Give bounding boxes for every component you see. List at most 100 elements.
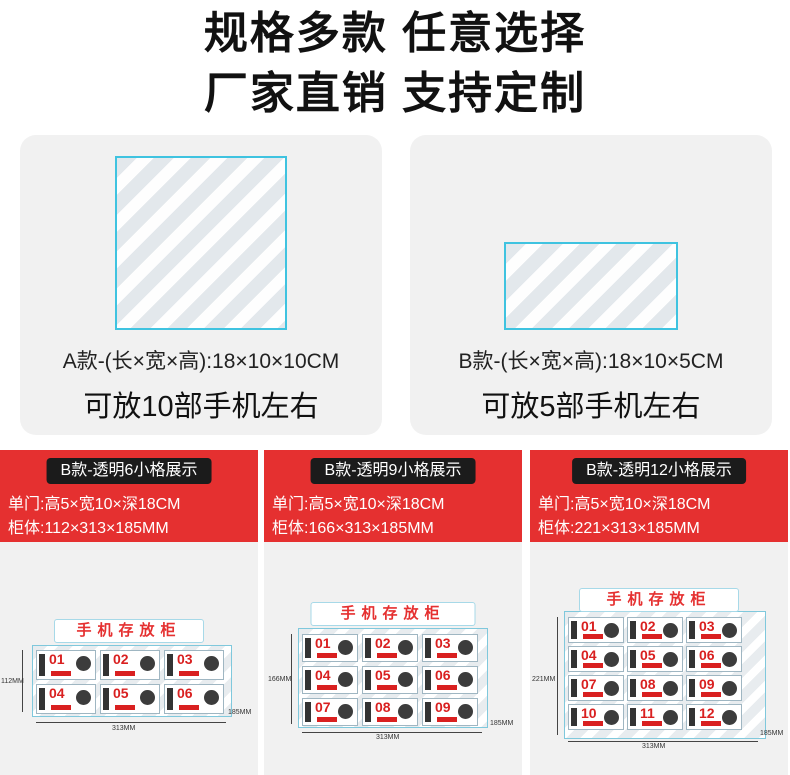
locker-cell: 09 (422, 698, 478, 726)
locker-cell: 05 (362, 666, 418, 694)
variant-tag: B款-透明9小格展示 (310, 458, 476, 484)
label-strip (437, 717, 457, 722)
lock-knob-icon (338, 640, 353, 655)
locker-cell: 03 (164, 650, 224, 680)
cell-number: 08 (640, 676, 656, 692)
height-label: 221MM (532, 676, 556, 683)
lock-strip (167, 688, 173, 710)
lock-strip (630, 679, 636, 697)
lock-strip (425, 670, 431, 690)
lock-strip (305, 670, 311, 690)
height-label: 112MM (1, 678, 24, 685)
label-strip (179, 705, 199, 710)
locker-cell: 12 (686, 704, 742, 730)
label-strip (179, 671, 199, 676)
label-strip (701, 634, 721, 639)
cell-number: 01 (581, 618, 597, 634)
lock-strip (365, 702, 371, 722)
label-strip (115, 705, 135, 710)
cabinet-title: 手机存放柜 (579, 588, 739, 612)
lock-strip (39, 688, 45, 710)
label-strip (642, 721, 662, 726)
label-strip (115, 671, 135, 676)
locker-cell: 01 (568, 617, 624, 643)
lock-strip (571, 621, 577, 639)
label-strip (437, 685, 457, 690)
lock-knob-icon (76, 690, 91, 705)
body-size: 柜体:221×313×185MM (538, 520, 700, 537)
lock-strip (365, 638, 371, 658)
cell-number: 01 (315, 635, 331, 651)
label-strip (701, 663, 721, 668)
lock-knob-icon (722, 681, 737, 696)
cell-number: 12 (699, 705, 715, 721)
lock-strip (305, 638, 311, 658)
locker-cell: 02 (100, 650, 160, 680)
lock-knob-icon (398, 640, 413, 655)
cell-number: 11 (640, 705, 655, 721)
lock-strip (630, 650, 636, 668)
lock-strip (425, 638, 431, 658)
width-dimension-line (36, 722, 226, 723)
width-label: 313MM (376, 734, 400, 741)
body-size: 柜体:112×313×185MM (8, 520, 169, 537)
label-strip (377, 685, 397, 690)
lock-knob-icon (663, 623, 678, 638)
label-strip (701, 721, 721, 726)
variant-6-grid: B款-透明6小格展示 单门:高5×宽10×深18CM 柜体:112×313×18… (0, 450, 258, 775)
label-strip (317, 653, 337, 658)
label-strip (642, 634, 662, 639)
locker-cell: 06 (686, 646, 742, 672)
lock-strip (103, 688, 109, 710)
locker-cell: 06 (422, 666, 478, 694)
lock-strip (305, 702, 311, 722)
lock-strip (425, 702, 431, 722)
lock-strip (571, 650, 577, 668)
cell-number: 05 (640, 647, 656, 663)
lock-strip (571, 708, 577, 726)
door-size: 单门:高5×宽10×深18CM (8, 496, 181, 513)
lock-knob-icon (722, 710, 737, 725)
lock-knob-icon (663, 710, 678, 725)
lock-knob-icon (140, 690, 155, 705)
body-size: 柜体:166×313×185MM (272, 520, 434, 537)
lock-strip (630, 708, 636, 726)
height-dimension-line (557, 617, 558, 735)
card-a-capacity: 可放10部手机左右 (83, 391, 319, 423)
lock-knob-icon (338, 704, 353, 719)
label-strip (701, 692, 721, 697)
lock-knob-icon (604, 623, 619, 638)
label-strip (583, 634, 603, 639)
card-b-capacity: 可放5部手机左右 (481, 391, 701, 423)
variant-12-grid: B款-透明12小格展示 单门:高5×宽10×深18CM 柜体:221×313×1… (530, 450, 788, 775)
depth-label: 185MM (490, 720, 514, 727)
label-strip (583, 663, 603, 668)
cell-number: 06 (699, 647, 715, 663)
label-strip (437, 653, 457, 658)
lock-knob-icon (604, 652, 619, 667)
cabinet-title: 手机存放柜 (310, 602, 476, 626)
label-strip (317, 717, 337, 722)
width-dimension-line (302, 732, 482, 733)
lock-strip (103, 654, 109, 676)
lock-knob-icon (458, 704, 473, 719)
locker-cell: 10 (568, 704, 624, 730)
lock-knob-icon (663, 681, 678, 696)
cell-number: 04 (315, 667, 331, 683)
height-dimension-line (291, 634, 292, 724)
lock-strip (39, 654, 45, 676)
lock-strip (365, 670, 371, 690)
box-b-illustration (504, 242, 678, 330)
lock-strip (630, 621, 636, 639)
lock-knob-icon (604, 710, 619, 725)
cell-number: 06 (435, 667, 451, 683)
lock-knob-icon (398, 672, 413, 687)
locker-cell: 06 (164, 684, 224, 714)
variant-tag: B款-透明6小格展示 (46, 458, 212, 484)
cell-number: 07 (581, 676, 597, 692)
cell-number: 05 (113, 685, 129, 701)
lock-knob-icon (338, 672, 353, 687)
lock-knob-icon (458, 640, 473, 655)
locker-cell: 03 (422, 634, 478, 662)
lock-knob-icon (458, 672, 473, 687)
